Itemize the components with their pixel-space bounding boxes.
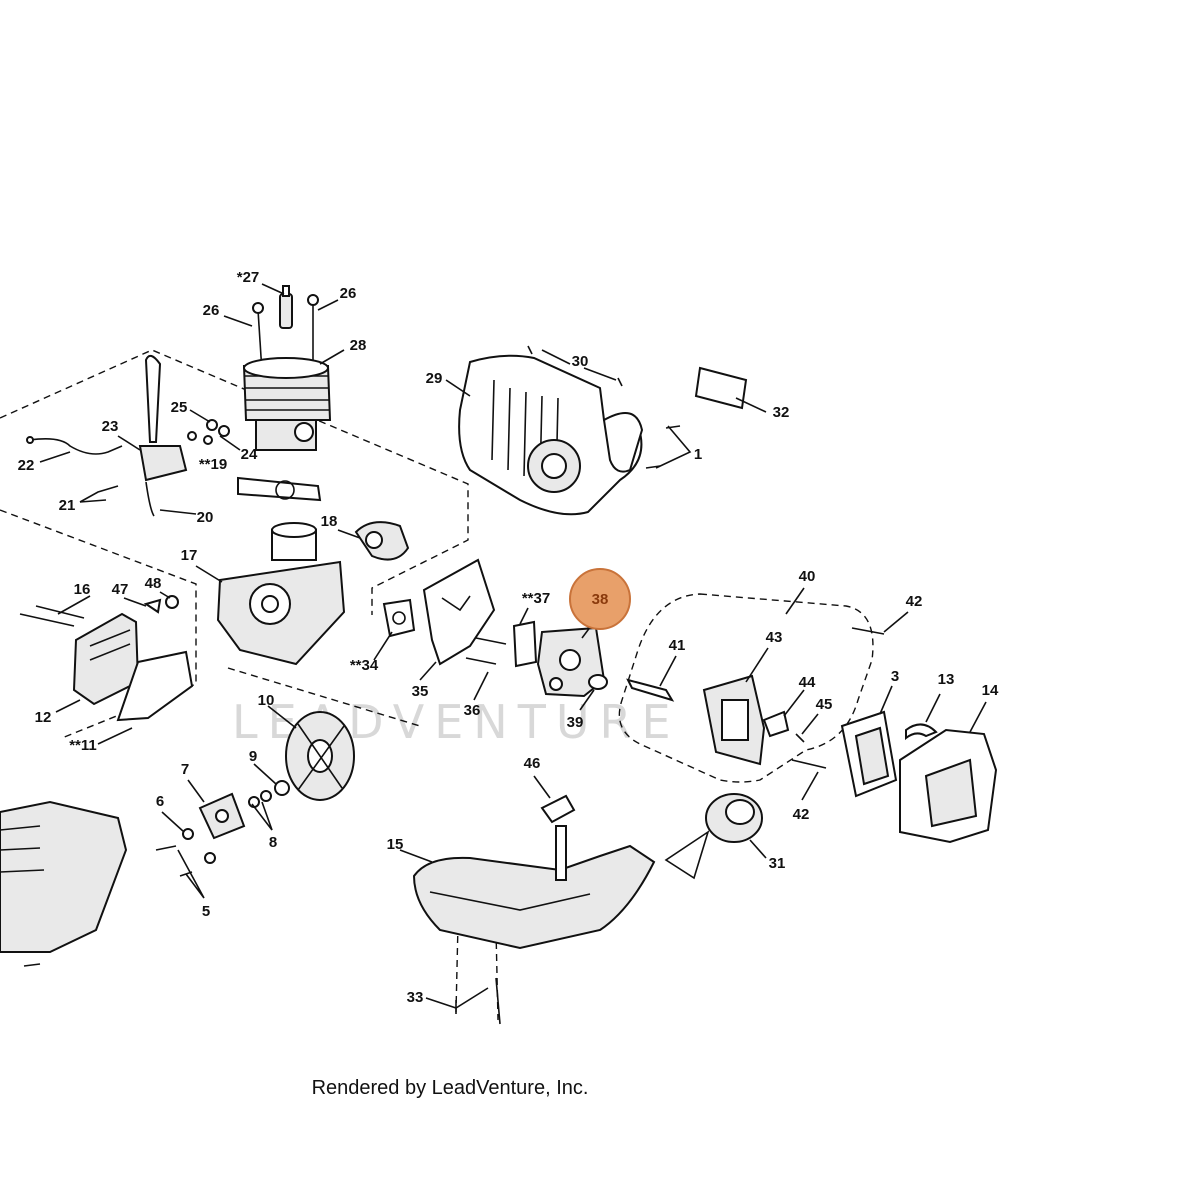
callout-31[interactable]: 31 — [769, 855, 786, 872]
carburetor-38 — [536, 626, 606, 698]
callout-46[interactable]: 46 — [524, 755, 541, 772]
leader-lines — [39, 283, 987, 1009]
callout-28[interactable]: 28 — [350, 337, 367, 354]
callout-30[interactable]: 30 — [572, 353, 589, 370]
clutch-washers-6 — [182, 828, 216, 864]
fuel-tank-15 — [412, 825, 656, 950]
screw-45 — [795, 733, 805, 743]
highlighted-part-38-marker[interactable]: 38 — [569, 568, 631, 639]
flywheel-group-boundary — [227, 667, 421, 727]
fuel-filter-46 — [540, 794, 576, 824]
carb-adapter-35 — [422, 558, 496, 666]
callout-39[interactable]: 39 — [567, 714, 584, 731]
callout-38[interactable]: 38 — [592, 591, 609, 608]
highlight-circle[interactable] — [569, 568, 631, 630]
callout-23[interactable]: 23 — [102, 418, 119, 435]
callout-29[interactable]: 29 — [426, 370, 443, 387]
callout-5[interactable]: 5 — [202, 903, 210, 920]
callout-11[interactable]: **11 — [69, 737, 97, 754]
tank-bolts-33 — [455, 977, 501, 1025]
rendered-by-caption: Rendered by LeadVenture, Inc. — [311, 1077, 589, 1099]
primer-41 — [626, 678, 675, 702]
air-filter-3 — [840, 710, 898, 798]
callout-47[interactable]: 47 — [112, 581, 129, 598]
callout-48[interactable]: 48 — [145, 575, 162, 592]
piston — [271, 522, 317, 561]
spark-plug — [279, 285, 293, 329]
clutch-7 — [198, 792, 246, 840]
callout-8[interactable]: 8 — [269, 834, 277, 851]
long-screws-42 — [791, 627, 885, 769]
flywheel-10 — [285, 711, 355, 801]
spark-arrestor-47-48 — [143, 595, 179, 614]
callout-1[interactable]: 1 — [694, 446, 702, 463]
callout-44[interactable]: 44 — [799, 674, 816, 691]
callout-labels: *27 26 26 28 29 30 32 1 25 23 22 24 **19… — [18, 269, 999, 1006]
gasket-19 — [237, 476, 322, 502]
callout-9[interactable]: 9 — [249, 748, 257, 765]
callout-45[interactable]: 45 — [816, 696, 833, 713]
callout-36[interactable]: 36 — [464, 702, 481, 719]
clutch-bolts-5 — [155, 845, 193, 877]
carb-screws-36 — [465, 637, 507, 665]
callout-6[interactable]: 6 — [156, 793, 164, 810]
tank-guide-line-1 — [455, 923, 459, 1013]
intake-adapter-18 — [354, 521, 410, 561]
callout-42-top[interactable]: 42 — [906, 593, 923, 610]
flywheel-nut-9 — [274, 780, 290, 796]
o-ring-39 — [588, 674, 608, 690]
callout-35[interactable]: 35 — [412, 683, 429, 700]
callout-37[interactable]: **37 — [522, 590, 550, 607]
insulator-34 — [382, 598, 416, 638]
heat-shield-11 — [116, 650, 194, 722]
starter-housing-29 — [458, 345, 644, 516]
callout-25[interactable]: 25 — [171, 399, 188, 416]
air-box-43 — [702, 674, 766, 766]
muffler-stud-washers — [187, 419, 230, 445]
filter-element-13 — [905, 723, 938, 741]
callout-26-right[interactable]: 26 — [340, 285, 357, 302]
air-cover-14 — [899, 728, 998, 844]
callout-26-left[interactable]: 26 — [203, 302, 220, 319]
decal-32 — [694, 366, 748, 410]
fuel-cap-31 — [664, 793, 763, 880]
callout-18[interactable]: 18 — [321, 513, 338, 530]
choke-lever-44 — [762, 710, 790, 738]
callout-3[interactable]: 3 — [891, 668, 899, 685]
cylinder-bolts — [252, 294, 319, 373]
callout-10[interactable]: 10 — [258, 692, 275, 709]
callout-20[interactable]: 20 — [197, 509, 214, 526]
callout-22[interactable]: 22 — [18, 457, 35, 474]
callout-32[interactable]: 32 — [773, 404, 790, 421]
callout-21[interactable]: 21 — [59, 497, 76, 514]
callout-24[interactable]: 24 — [241, 446, 258, 463]
callout-16[interactable]: 16 — [74, 581, 91, 598]
callout-17[interactable]: 17 — [181, 547, 198, 564]
cylinder — [242, 357, 332, 451]
callout-41[interactable]: 41 — [669, 637, 686, 654]
callout-15[interactable]: 15 — [387, 836, 404, 853]
callout-19[interactable]: **19 — [199, 456, 227, 473]
callout-14[interactable]: 14 — [982, 682, 999, 699]
cylinder-group-boundary — [0, 349, 469, 615]
callout-13[interactable]: 13 — [938, 671, 955, 688]
callout-12[interactable]: 12 — [35, 709, 52, 726]
callout-27[interactable]: *27 — [237, 269, 260, 286]
muffler-bolts-16 — [19, 605, 85, 627]
callout-7[interactable]: 7 — [181, 761, 189, 778]
callout-43[interactable]: 43 — [766, 629, 783, 646]
ignition-coil — [26, 354, 188, 517]
callout-42-bottom[interactable]: 42 — [793, 806, 810, 823]
callout-34[interactable]: **34 — [350, 657, 379, 674]
carb-gasket-37 — [512, 620, 538, 668]
callout-40[interactable]: 40 — [799, 568, 816, 585]
starter-screws-1 — [645, 425, 681, 469]
crankcase-17 — [216, 560, 346, 666]
engine-housing — [0, 800, 128, 967]
callout-33[interactable]: 33 — [407, 989, 424, 1006]
